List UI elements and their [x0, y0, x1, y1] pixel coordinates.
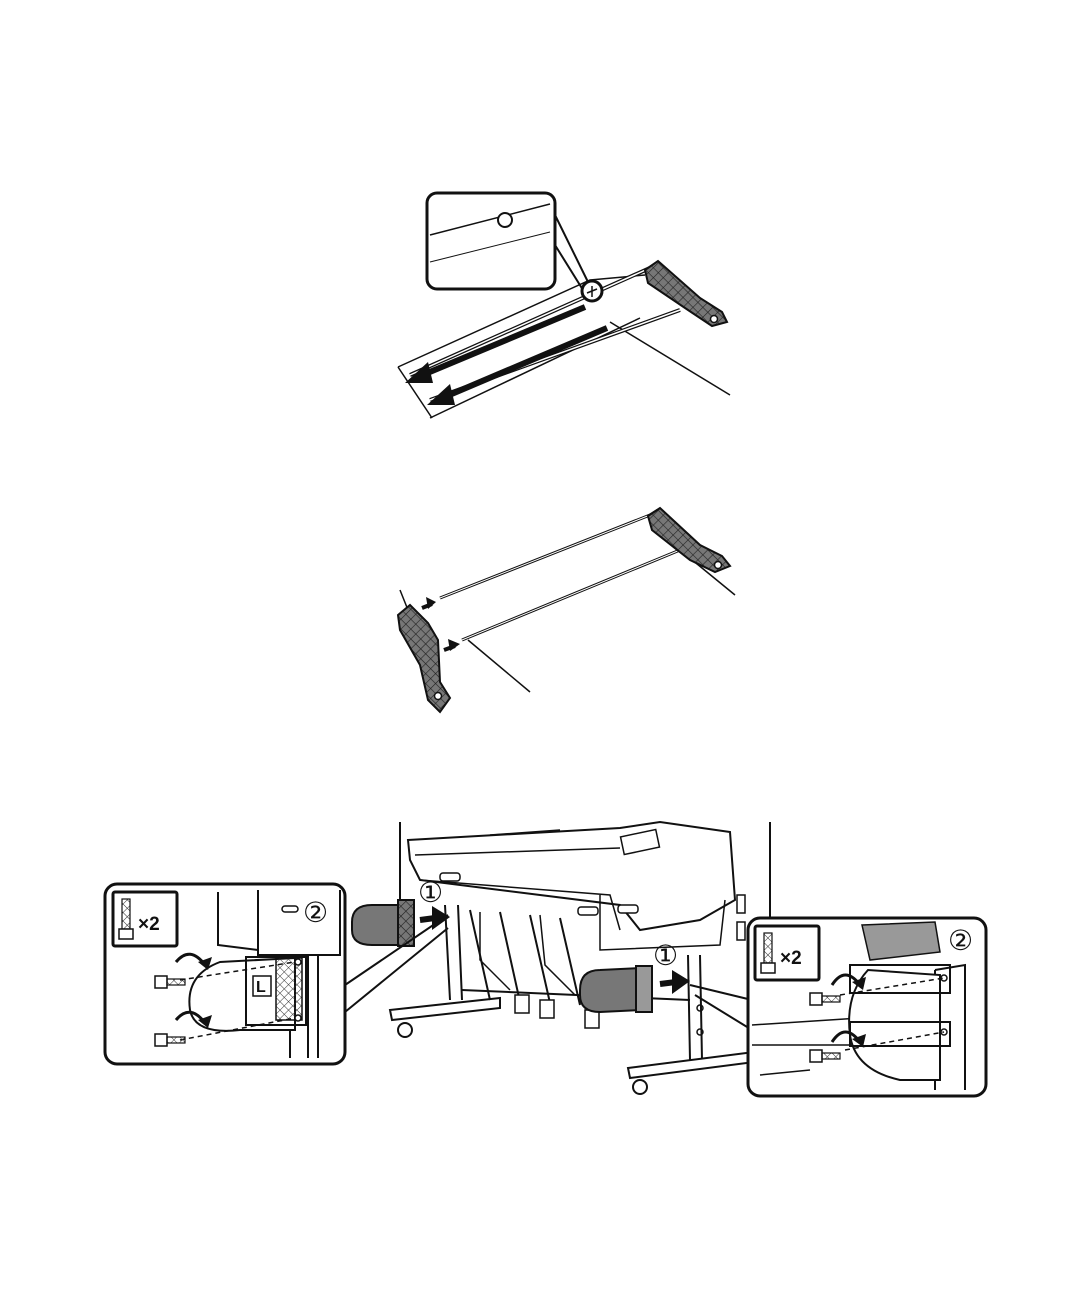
- insert-arrow-icon: [444, 639, 460, 651]
- push-arrow-icon: [405, 307, 585, 383]
- step1-label: ①: [418, 876, 443, 909]
- push-arrow-icon: [427, 328, 607, 405]
- callout-zoom: [427, 193, 588, 290]
- callout-right: ②: [748, 918, 986, 1096]
- figure-rod-insert: [398, 193, 730, 418]
- roll-foot-right: [580, 966, 652, 1012]
- side-marker-label: L: [256, 979, 266, 996]
- step2-label: ②: [948, 924, 973, 957]
- step1-label: ①: [653, 939, 678, 972]
- insert-arrow-icon: [660, 970, 690, 994]
- rod-bracket-right: [648, 508, 730, 572]
- step2-label: ②: [303, 896, 328, 929]
- screw-count-label: ×2: [780, 948, 802, 969]
- roll-foot-left: [352, 900, 414, 946]
- caster-wheel: [633, 1080, 647, 1094]
- caster-wheel: [398, 1023, 412, 1037]
- tape-with-hole-icon: [498, 213, 512, 227]
- insert-arrow-icon: [422, 597, 436, 609]
- rod-bracket-left: [398, 605, 450, 712]
- screw-count-label: ×2: [138, 914, 160, 935]
- figure-foot-install: ① ① ② L: [105, 822, 986, 1096]
- figure-rod-attach: [398, 508, 735, 712]
- callout-left: ② L: [105, 884, 345, 1064]
